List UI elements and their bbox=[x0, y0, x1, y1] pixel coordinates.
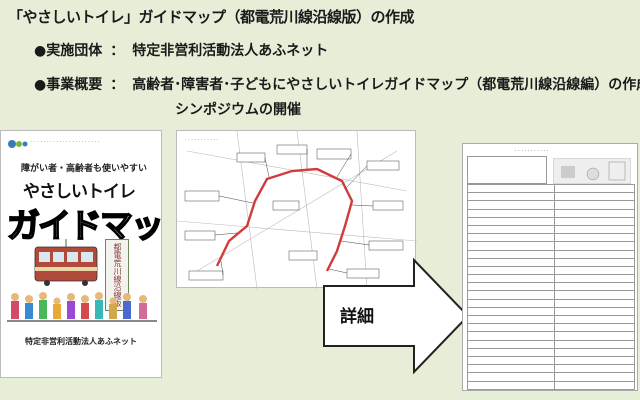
arrow-label: 詳細 bbox=[340, 307, 374, 327]
cover-note: · · · · · · · · · · · · · · · · · · · · … bbox=[31, 139, 100, 145]
facility-detail-table bbox=[467, 183, 636, 390]
bullet-overview: ●事業概要 ： 高齢者･障害者･子どもにやさしいトイレガイドマップ（都電荒川線沿線編… bbox=[34, 74, 640, 94]
bullet-marker: ● bbox=[34, 77, 47, 93]
bullet-label: 事業概要 bbox=[46, 77, 103, 93]
bullet-organization: ●実施団体 ： 特定非営利活動法人あふネット bbox=[34, 40, 328, 60]
bullet-marker: ● bbox=[34, 43, 47, 59]
guide-map-cover: · · · · · · · · · · · · · · · · · · · · … bbox=[0, 130, 162, 378]
bullet-overview-line2: シンポジウムの開催 bbox=[175, 102, 301, 118]
tram-illustration bbox=[34, 239, 98, 286]
people-illustration bbox=[7, 292, 157, 322]
cover-title-line2: ガイドマップ bbox=[6, 205, 162, 246]
toilet-photo bbox=[553, 158, 631, 184]
slide-title: 「やさしいトイレ」ガイドマップ（都電荒川線沿線版）の作成 bbox=[8, 8, 415, 26]
map-caption-placeholder: · · · · · · · · · · · bbox=[185, 137, 219, 143]
cover-subtitle: 障がい者・高齢者も使いやすい bbox=[21, 164, 148, 174]
sheet-title-placeholder: · · · · · · · · · · · bbox=[515, 148, 549, 154]
bullet-separator: ： bbox=[110, 43, 125, 59]
cover-title-line1: やさしいトイレ bbox=[23, 182, 136, 202]
bullet-separator: ： bbox=[110, 77, 125, 93]
detail-sheet-image: · · · · · · · · · · · bbox=[462, 143, 638, 391]
cover-organization: 特定非営利活動法人あふネット bbox=[25, 337, 137, 346]
sheet-header-box bbox=[467, 156, 547, 184]
route-map-drawing bbox=[177, 131, 417, 289]
route-map-image: · · · · · · · · · · · bbox=[176, 130, 417, 289]
arrow-right-icon bbox=[323, 258, 470, 374]
org-logo bbox=[8, 140, 28, 148]
bullet-text: 高齢者･障害者･子どもにやさしいトイレガイドマップ（都電荒川線沿線編）の作成 bbox=[132, 77, 640, 93]
bullet-text: 特定非営利活動法人あふネット bbox=[132, 43, 329, 59]
bullet-label: 実施団体 bbox=[46, 43, 103, 59]
